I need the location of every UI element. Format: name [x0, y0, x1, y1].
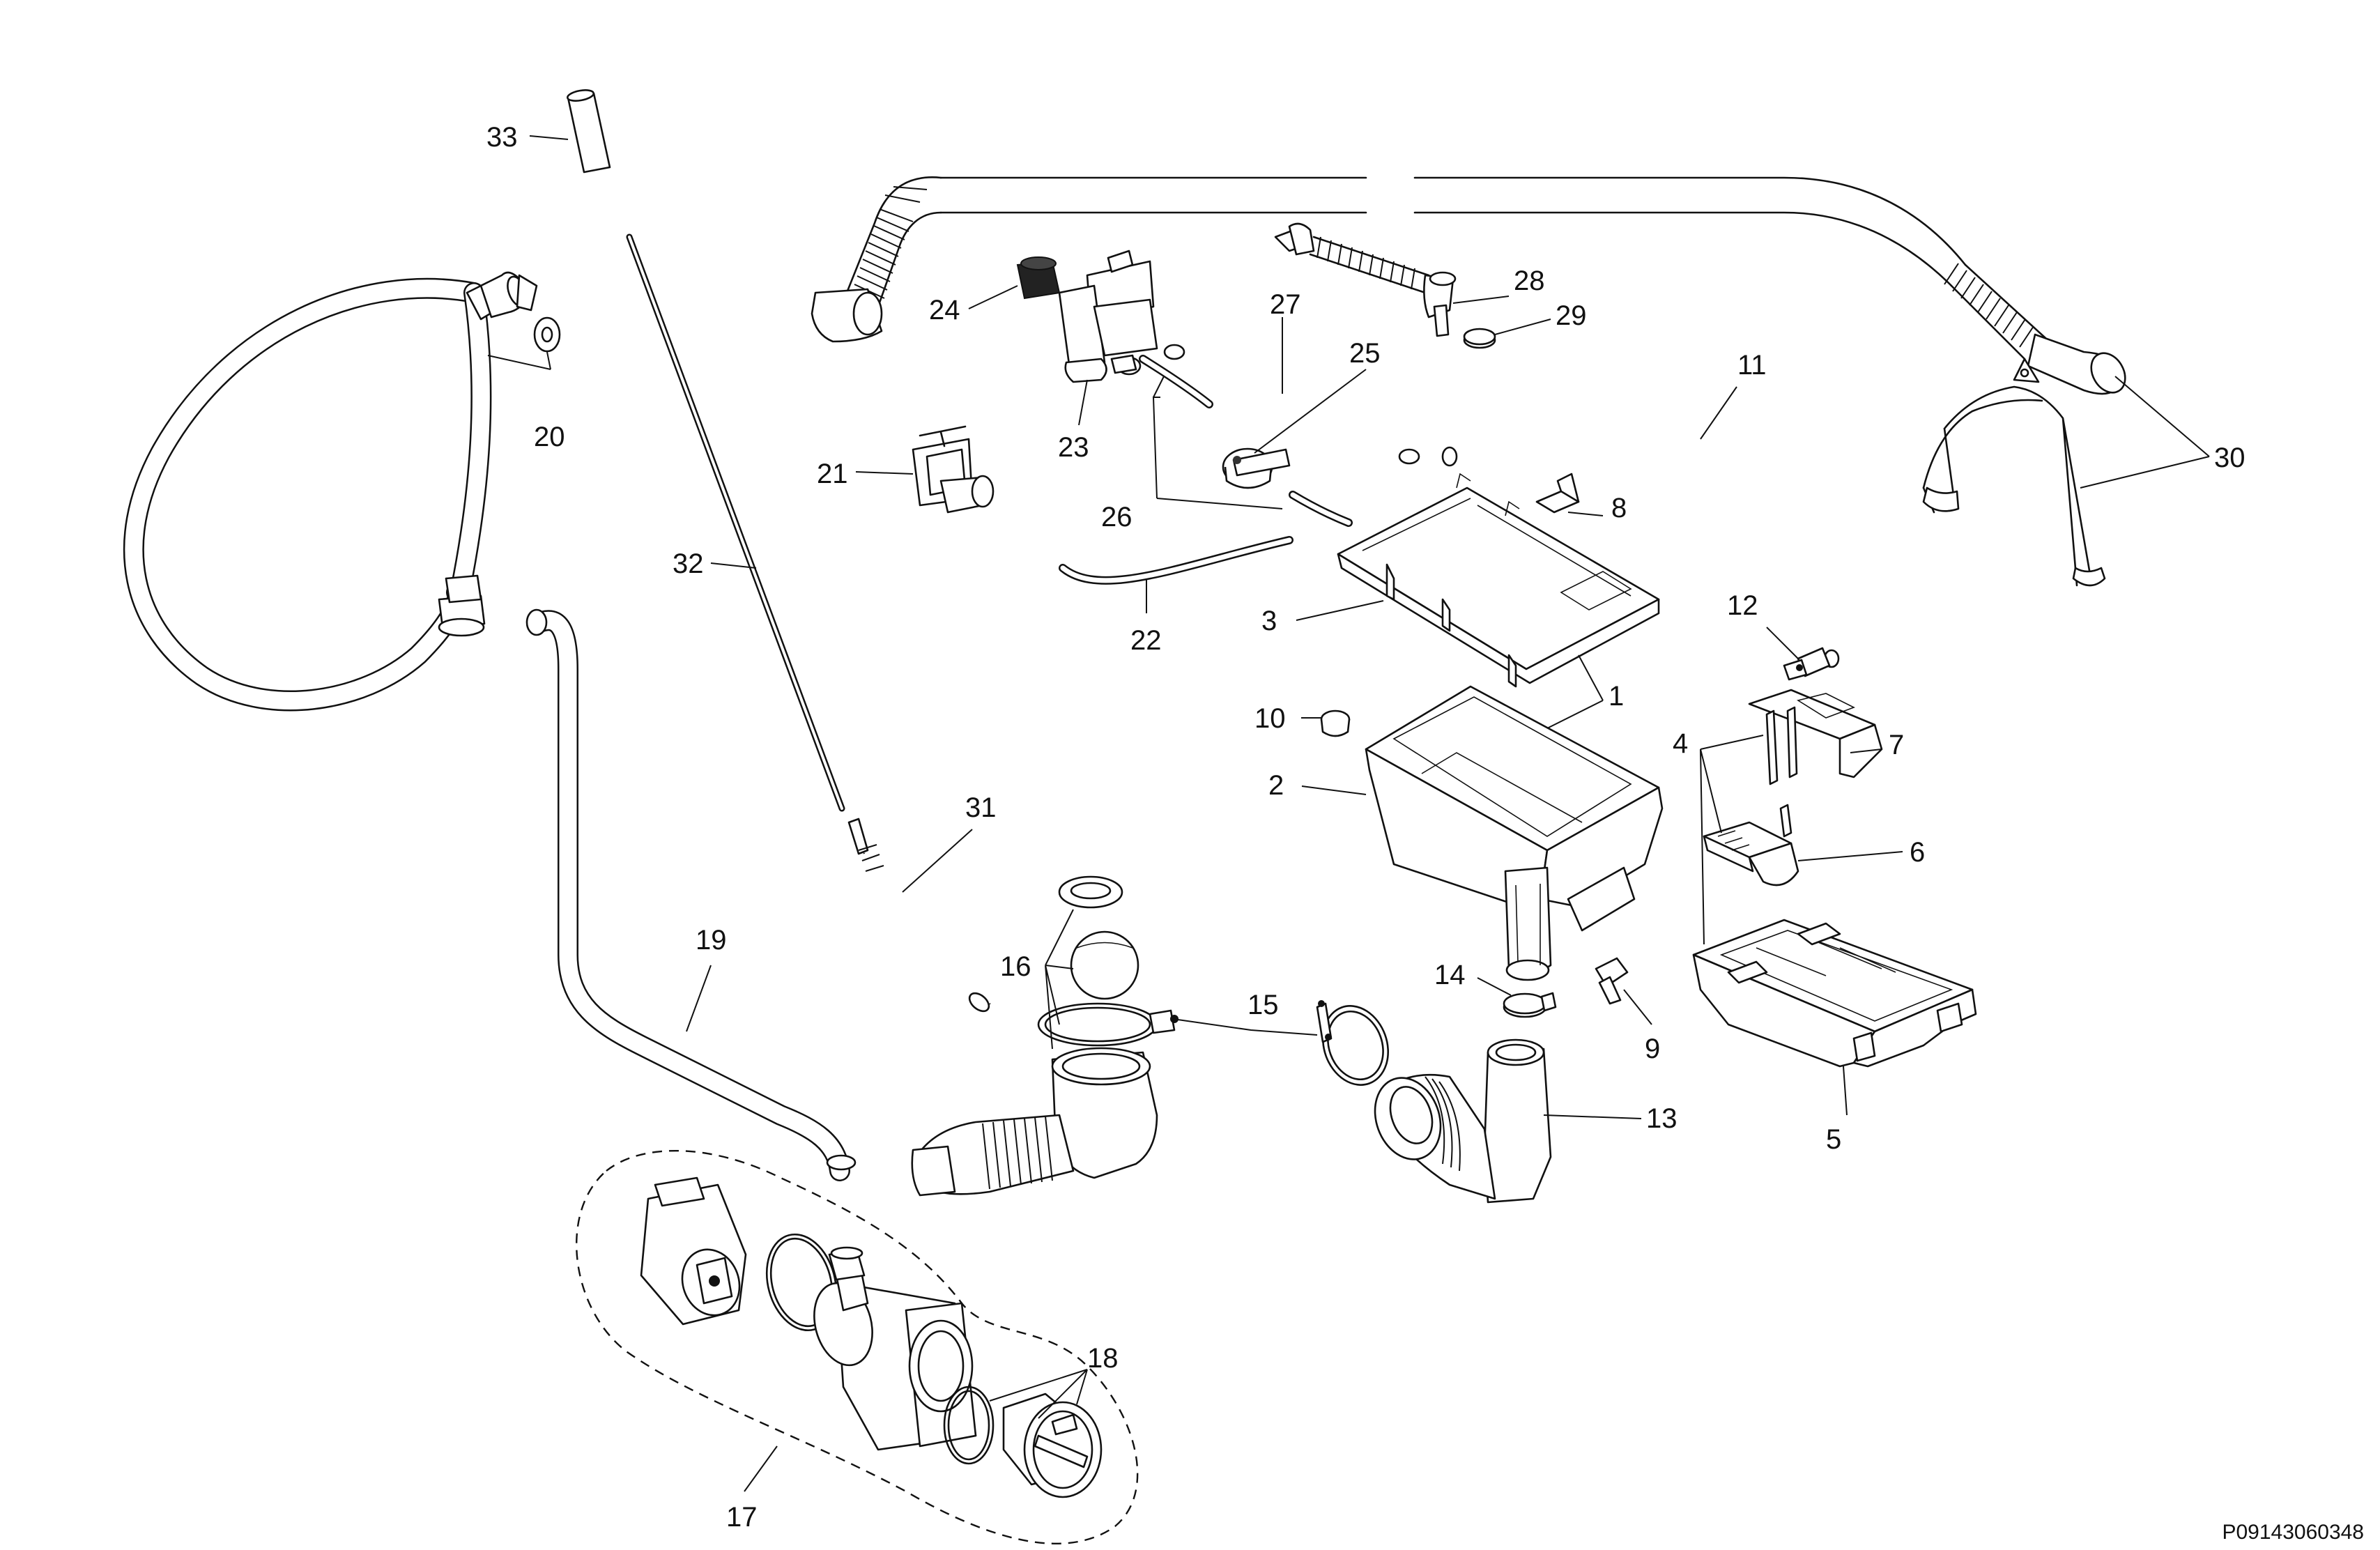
- callout-21: 21: [817, 459, 848, 489]
- part-13-trap: [1374, 1038, 1552, 1204]
- part-2-dispenser-housing: [1365, 685, 1664, 981]
- part-6-siphon: [1703, 804, 1799, 887]
- callout-27: 27: [1270, 289, 1301, 320]
- callout-29: 29: [1556, 300, 1587, 331]
- callout-2: 2: [1268, 770, 1284, 801]
- part-16-seals: [1037, 875, 1179, 1047]
- part-24-nut: [1016, 256, 1061, 300]
- figure-reference: P09143060348: [2222, 1521, 2364, 1544]
- part-15-clamp: [1316, 1000, 1390, 1086]
- callout-23: 23: [1058, 432, 1089, 463]
- callout-12: 12: [1727, 590, 1758, 621]
- part-21-bracket: [912, 425, 995, 514]
- callout-32: 32: [673, 548, 704, 579]
- part-26-tubes: [1139, 355, 1353, 527]
- callout-7: 7: [1889, 730, 1904, 760]
- part-7-insert: [1748, 689, 1883, 785]
- part-25-chamber: [1222, 447, 1291, 489]
- part-17-pump-assembly-group: [576, 1149, 1139, 1544]
- part-12-connector: [1783, 647, 1831, 681]
- callout-4: 4: [1673, 728, 1688, 759]
- callout-16: 16: [1000, 951, 1031, 982]
- part-5-drawer: [1692, 919, 1977, 1068]
- part-31-tube: [847, 818, 995, 1013]
- part-30-drain-hose-long: [811, 176, 2126, 587]
- callout-9: 9: [1645, 1034, 1660, 1064]
- callout-33: 33: [486, 122, 518, 153]
- leader-lines: [487, 135, 2210, 1492]
- callout-14: 14: [1434, 960, 1466, 990]
- part-3-dispenser-lid: [1337, 473, 1660, 688]
- callout-3: 3: [1261, 606, 1277, 636]
- callout-19: 19: [696, 925, 727, 956]
- part-9-clip: [1595, 957, 1629, 1005]
- callout-20: 20: [534, 422, 565, 452]
- part-27-hose: [1196, 363, 1420, 466]
- callout-24: 24: [929, 295, 960, 325]
- part-23-inlet-valve: [1058, 250, 1185, 383]
- part-10-plug: [1320, 709, 1351, 737]
- callout-11: 11: [1737, 350, 1767, 381]
- callout-25: 25: [1349, 338, 1381, 369]
- callout-5: 5: [1826, 1124, 1841, 1155]
- part-32-rod: [626, 233, 845, 812]
- part-29-clamp: [1463, 328, 1496, 349]
- part-20-inlet-hose: [123, 271, 561, 712]
- callout-30: 30: [2214, 443, 2245, 473]
- callout-6: 6: [1910, 837, 1925, 868]
- part-8-clip: [1535, 473, 1580, 514]
- part-19-drain-hose: [525, 608, 857, 1181]
- sump-bellows: [911, 1047, 1158, 1197]
- callout-8: 8: [1611, 493, 1627, 523]
- callout-18: 18: [1087, 1343, 1119, 1374]
- callout-17: 17: [726, 1502, 758, 1533]
- callout-15: 15: [1247, 990, 1279, 1020]
- part-28-breather-hose: [1274, 222, 1457, 337]
- callout-31: 31: [965, 792, 997, 823]
- part-22-tube: [1059, 536, 1293, 585]
- callout-13: 13: [1646, 1103, 1677, 1134]
- callout-22: 22: [1130, 625, 1162, 656]
- callout-28: 28: [1514, 266, 1545, 296]
- callout-10: 10: [1254, 703, 1286, 734]
- part-14-clamp: [1503, 992, 1557, 1018]
- callout-1: 1: [1609, 681, 1624, 712]
- part-33-sleeve: [566, 89, 611, 174]
- callout-labels: 33 32 20 21 24 23 26 27 25 22 28 29 11 8…: [486, 122, 2245, 1533]
- callout-26: 26: [1101, 502, 1133, 532]
